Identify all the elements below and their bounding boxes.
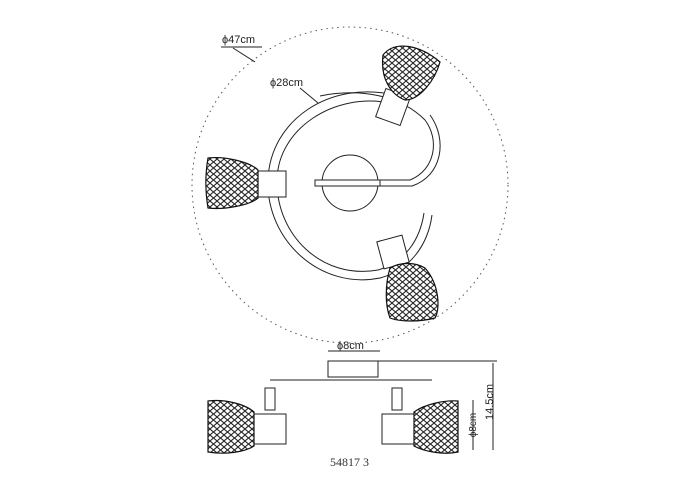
lamp-shade: [413, 400, 459, 454]
lamp-shade: [205, 157, 259, 210]
center-bar: [314, 179, 381, 187]
side-lamp-left: [207, 387, 287, 454]
lamp-top-right: [375, 45, 441, 127]
canopy: [327, 360, 379, 378]
outer-diameter-circle: [191, 26, 509, 344]
lamp-stem: [391, 387, 403, 411]
arm-diameter-label: ϕ28cm: [270, 77, 303, 89]
lamp-holder: [253, 413, 287, 445]
lamp-holder: [257, 170, 287, 198]
shade-diameter-label: ϕ8cm: [468, 413, 479, 438]
top-view: ϕ47cm ϕ28cm: [191, 26, 509, 344]
lamp-shade: [385, 262, 439, 322]
lamp-stem: [264, 387, 276, 411]
canopy-diameter-label: ϕ8cm: [337, 340, 364, 352]
outer-diameter-label: ϕ47cm: [222, 34, 255, 46]
outer-dimension-leader: [232, 47, 256, 63]
lamp-shade: [381, 45, 441, 101]
spiral-arm-center: [314, 92, 441, 187]
lamp-left: [205, 157, 287, 210]
lamp-holder: [381, 413, 415, 445]
side-view: ϕ8cm 14.5cm ϕ8cm: [207, 340, 497, 454]
arm-dimension-leader: [299, 87, 319, 104]
side-lamp-right: [381, 387, 459, 454]
lamp-bottom: [376, 234, 439, 322]
product-code: 54817 3: [330, 455, 369, 469]
lamp-shade: [207, 399, 255, 454]
height-label: 14.5cm: [484, 384, 496, 420]
